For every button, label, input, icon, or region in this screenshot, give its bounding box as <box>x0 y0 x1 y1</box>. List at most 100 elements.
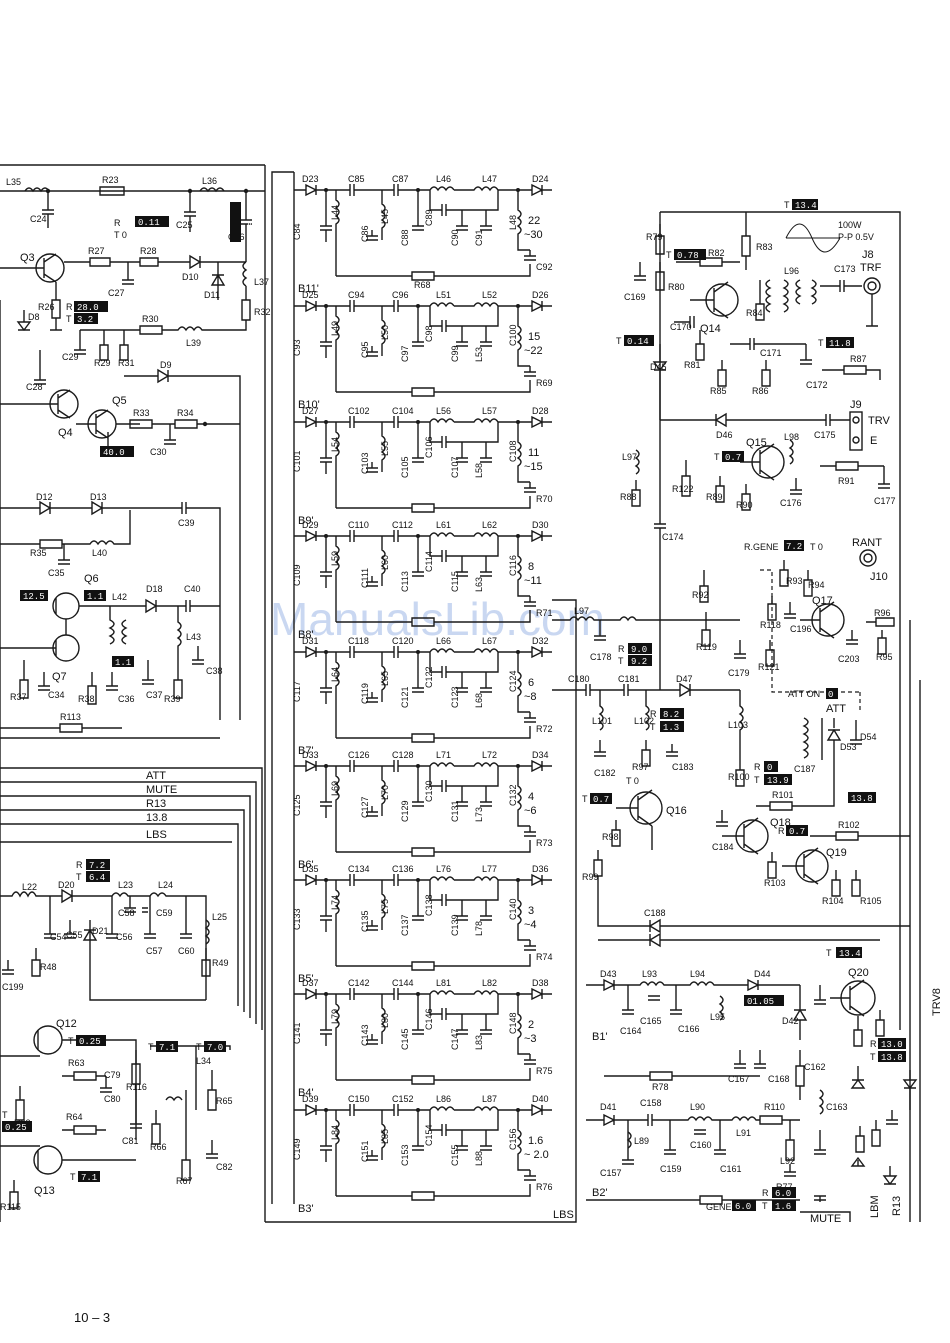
junction-dot <box>416 650 420 654</box>
junction-dot <box>324 188 328 192</box>
r37-label: R37 <box>10 692 27 702</box>
c180-label: C180 <box>568 674 590 684</box>
r104-label: R104 <box>822 896 844 906</box>
band-id-label: B5' <box>298 973 314 985</box>
band-part-label: C109 <box>292 564 302 586</box>
v-t138-label: T <box>870 1052 876 1062</box>
r105-label: R105 <box>860 896 882 906</box>
band-part-label: C120 <box>392 636 414 646</box>
d9-label: D9 <box>160 360 172 370</box>
band-part-label: C125 <box>292 794 302 816</box>
l91-label: L91 <box>736 1128 751 1138</box>
band-part-label: C98 <box>424 325 434 342</box>
band-part-label: L47 <box>482 174 497 184</box>
band-part-label: C121 <box>400 686 410 708</box>
r85-label: R85 <box>710 386 727 396</box>
band-part-label: L69 <box>330 781 340 796</box>
c185-label: D54 <box>860 732 877 742</box>
v-t139-label: T <box>754 775 760 785</box>
band-id-label: B6' <box>298 859 314 871</box>
c57-label: C57 <box>146 946 163 956</box>
q4-label: Q4 <box>58 427 73 439</box>
v-t71b-label: T <box>148 1042 154 1052</box>
band-part-label: D38 <box>532 978 549 988</box>
band-part-label: C124 <box>508 670 518 692</box>
r118-label: R118 <box>760 620 781 630</box>
band-part-label: R75 <box>536 1066 553 1076</box>
band-part-label: L87 <box>482 1094 497 1104</box>
r99-label: R99 <box>582 872 599 882</box>
band-wiring <box>294 759 552 857</box>
l94-label: L94 <box>690 969 705 979</box>
q6-label: Q6 <box>84 573 99 585</box>
band-part-label: L50 <box>380 325 390 340</box>
junction-dot <box>416 1108 420 1112</box>
voltage-tags-left: R T 0 0.11 6.08 R 28.0 T 3.2 40.0 12.5 1… <box>2 202 257 1183</box>
band-part-label: L46 <box>436 174 451 184</box>
r90-label: R90 <box>736 500 753 510</box>
v-13.9: 13.9 <box>767 776 789 786</box>
c80-label: C80 <box>104 1094 121 1104</box>
d20-label: D20 <box>58 880 75 890</box>
band-part-label: D35 <box>302 864 319 874</box>
d45-label: D45 <box>650 362 667 372</box>
c81-label: C81 <box>122 1136 139 1146</box>
r79-label: R79 <box>646 232 663 242</box>
l96-label: L96 <box>784 266 799 276</box>
l95-label: L95 <box>710 1012 725 1022</box>
v-1.1b: 1.1 <box>115 658 131 668</box>
r63-label: R63 <box>68 1058 85 1068</box>
v-6.0b: 6.0 <box>735 1202 751 1212</box>
r122-label: R122 <box>672 484 694 494</box>
att-relay-label: ATT <box>826 703 846 715</box>
band-part-label: R72 <box>536 724 553 734</box>
band-part-label: L59 <box>330 551 340 566</box>
trv-label: TRV <box>868 415 890 427</box>
band-range-bottom: ~3 <box>524 1033 537 1045</box>
junction-dot <box>516 188 520 192</box>
v-t014-label: T <box>616 336 622 346</box>
band-part-label: L56 <box>436 406 451 416</box>
r84-label: R84 <box>746 308 763 318</box>
r64-label: R64 <box>66 1112 83 1122</box>
band-part-label: D40 <box>532 1094 549 1104</box>
c164-label: C164 <box>620 1026 642 1036</box>
c171-label: C171 <box>760 348 782 358</box>
v-0.25a: 0.25 <box>79 1037 101 1047</box>
band-id-label: B4' <box>298 1087 314 1099</box>
c169-label: C169 <box>624 292 646 302</box>
band-part-label: C133 <box>292 908 302 930</box>
c168-label: C168 <box>768 1074 790 1084</box>
band-range-top: 1.6 <box>528 1135 543 1147</box>
v-gene-t0: T 0 <box>810 542 823 552</box>
band-part-label: C94 <box>348 290 365 300</box>
r13-vertical: R13 <box>891 1196 903 1216</box>
c173-label: C173 <box>834 264 856 274</box>
junction-dot <box>324 1108 328 1112</box>
c184-label: C184 <box>712 842 734 852</box>
v-t0-q16: T 0 <box>626 776 639 786</box>
v-r60-label: R <box>762 1188 769 1198</box>
band-part-label: C149 <box>292 1138 302 1160</box>
band-part-label: C145 <box>400 1028 410 1050</box>
v-t07b-label: T <box>714 452 720 462</box>
r97-label: R97 <box>632 762 649 772</box>
page-number: 10 – 3 <box>74 1310 110 1325</box>
r28-label: R28 <box>140 246 157 256</box>
j8-label: J8 <box>862 249 874 261</box>
c170-label: C170 <box>670 322 692 332</box>
band-range-bottom: ~15 <box>524 461 543 473</box>
r33-label: R33 <box>133 408 150 418</box>
v-13.8a: 13.8 <box>851 794 873 804</box>
band-id-label: B10' <box>298 399 320 411</box>
c174-label: C174 <box>662 532 684 542</box>
band-range-bottom: ~11 <box>524 575 542 587</box>
v-t64-label: T <box>76 872 82 882</box>
band-part-label: D25 <box>302 290 319 300</box>
band-part-label: C118 <box>348 636 369 646</box>
band-id-label: B8' <box>298 629 314 641</box>
